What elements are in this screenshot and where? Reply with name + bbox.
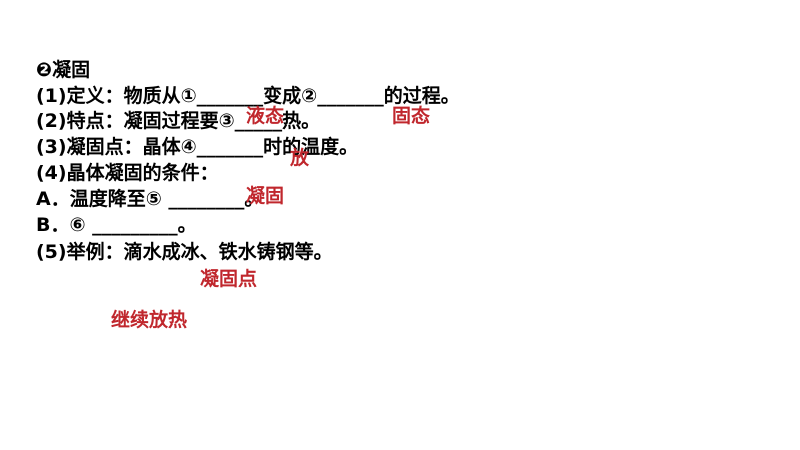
heading-solidification: ❷凝固 xyxy=(36,59,91,81)
conditions-heading: (4)晶体凝固的条件： xyxy=(36,162,219,184)
characteristic-line: (2)特点：凝固过程要③_____热。 xyxy=(36,110,321,132)
answer-release: 放 xyxy=(290,147,310,169)
answer-solid: 固态 xyxy=(392,105,431,127)
condition-a-line: A．温度降至⑤ ________。 xyxy=(36,188,264,210)
answer-continue-release-heat: 继续放热 xyxy=(111,309,188,331)
answer-freezing-point: 凝固点 xyxy=(200,268,258,290)
definition-line: (1)定义：物质从①_______变成②_______的过程。 xyxy=(36,85,460,107)
freezing-point-line: (3)凝固点：晶体④_______时的温度。 xyxy=(36,136,359,158)
examples-line: (5)举例：滴水成冰、铁水铸钢等。 xyxy=(36,241,333,263)
answer-solidify: 凝固 xyxy=(246,185,285,207)
answer-liquid: 液态 xyxy=(246,105,285,127)
condition-b-line: B．⑥ _________。 xyxy=(36,214,197,236)
